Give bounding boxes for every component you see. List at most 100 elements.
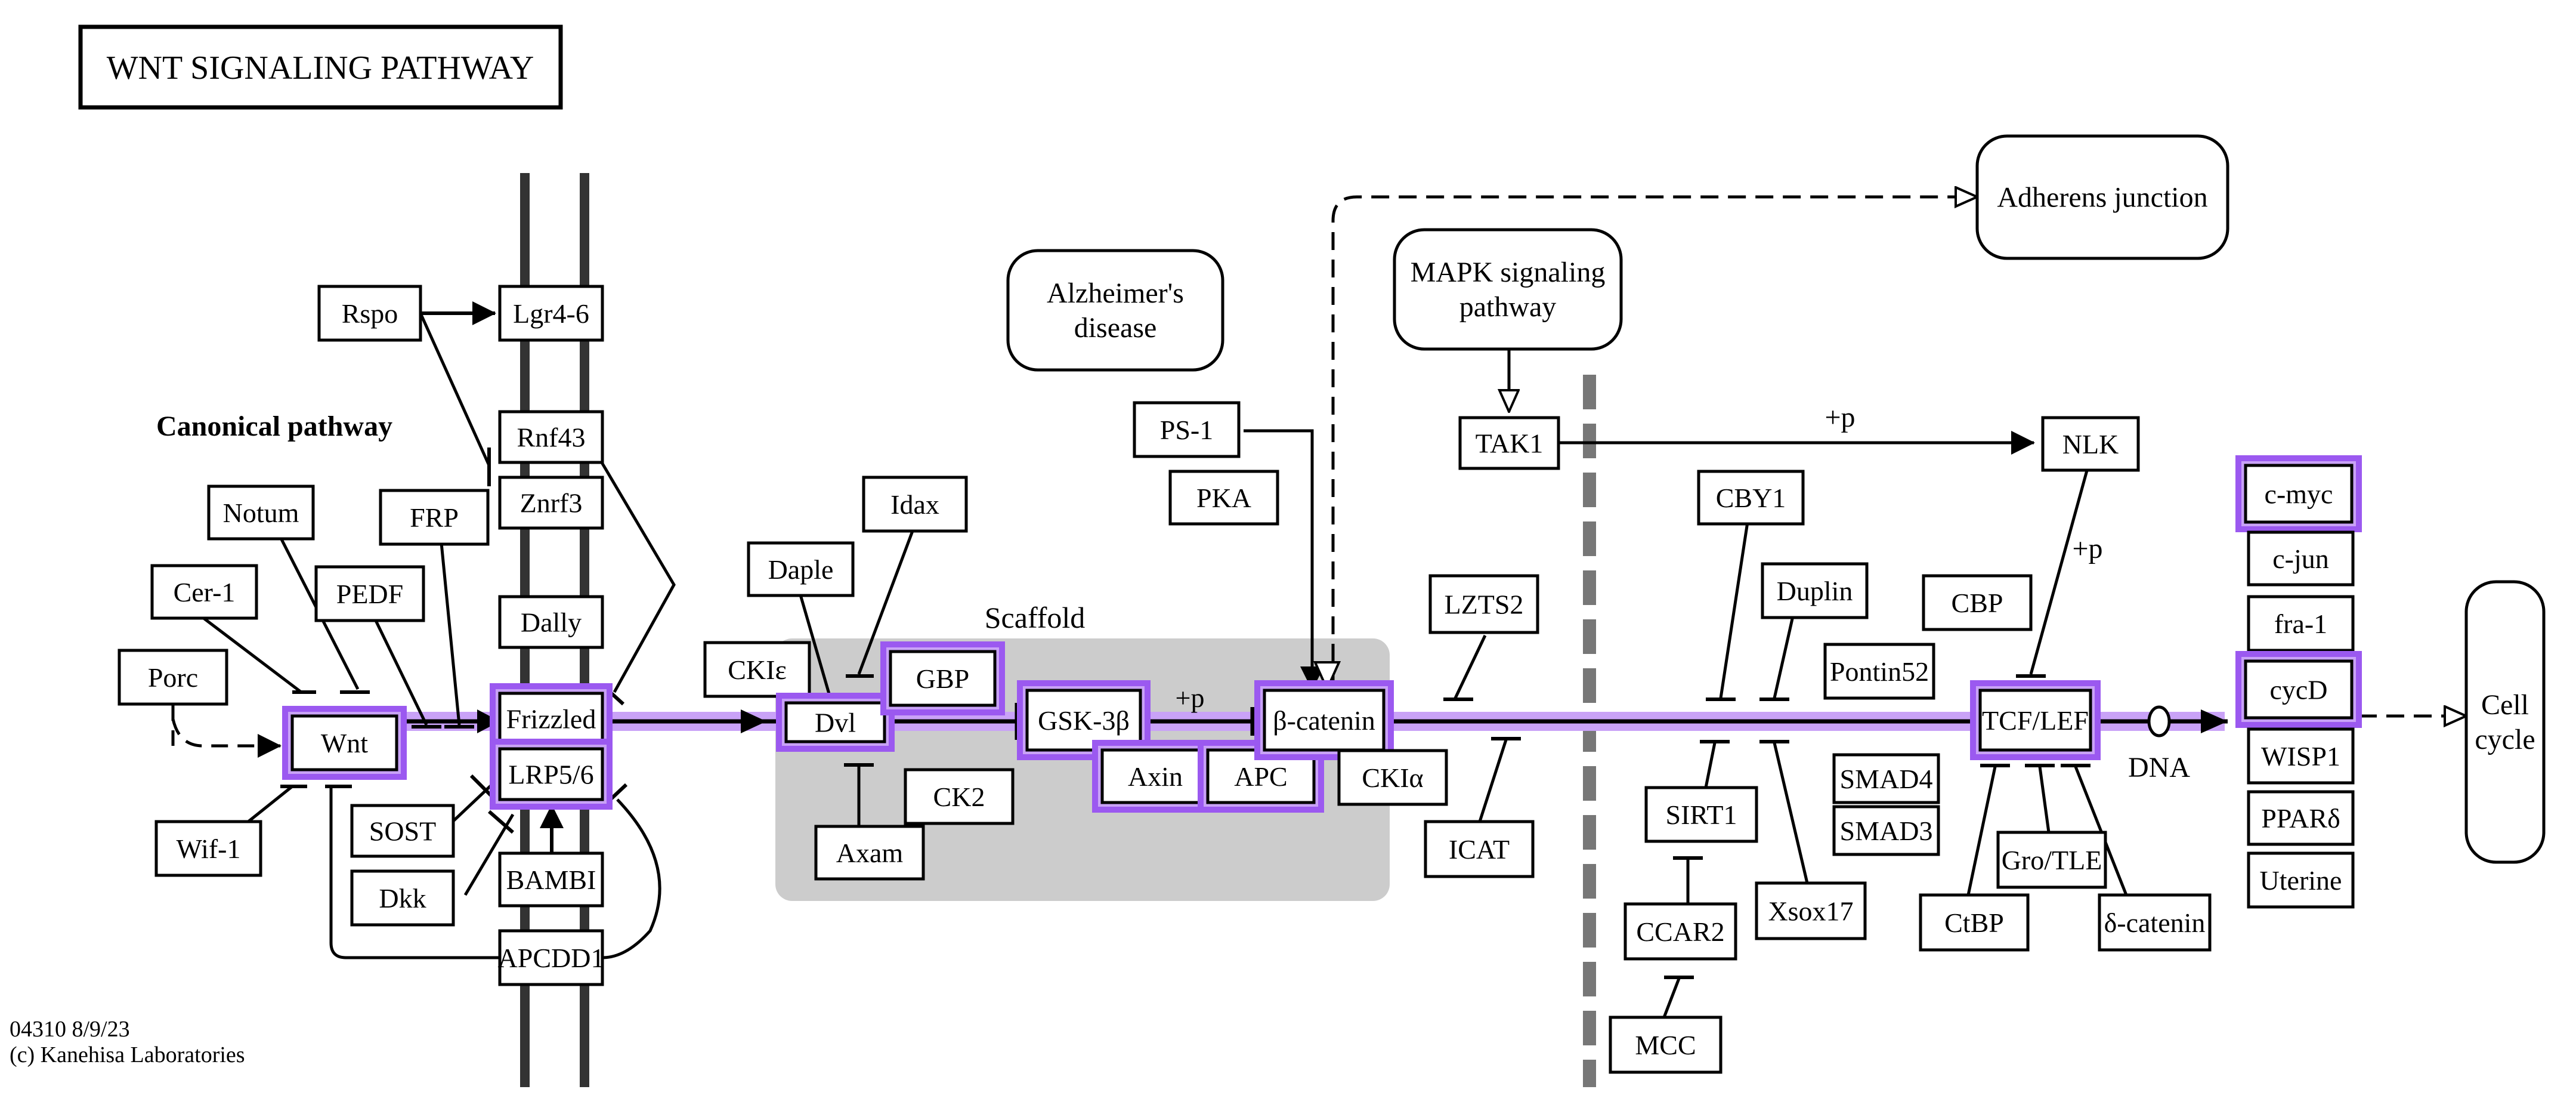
gene-node-cbp[interactable]: CBP [1922,574,2033,631]
map-box [1975,134,2229,260]
node-label: cycD [2269,675,2327,705]
node-label: Rnf43 [517,422,586,453]
gene-node-dally[interactable]: Dally [498,595,604,649]
gene-node-icat[interactable]: ICAT [1424,820,1535,878]
node-label: Dkk [379,883,426,914]
footer-copyright: (c) Kanehisa Laboratories [10,1042,245,1067]
node-label: Axin [1128,761,1183,792]
gene-node-wif1[interactable]: Wif-1 [154,820,262,877]
gene-node-frp[interactable]: FRP [379,489,490,546]
map-label: MAPK signaling [1411,257,1606,288]
page-title: WNT SIGNALING PATHWAY [107,50,534,87]
edge-adherens-dash [1331,197,1977,689]
gene-node-daple[interactable]: Daple [747,541,855,597]
gene-node-pka[interactable]: PKA [1168,470,1279,526]
gene-node-gro[interactable]: Gro/TLE [1996,831,2107,889]
gene-node-ppard[interactable]: PPARδ [2247,790,2355,846]
gene-node-tak1[interactable]: TAK1 [1458,416,1560,470]
gene-node-ps1[interactable]: PS-1 [1133,401,1241,458]
gene-node-duplin[interactable]: Duplin [1761,562,1869,619]
gene-node-mcc[interactable]: MCC [1609,1016,1723,1074]
node-box [1424,820,1535,878]
gene-node-axam[interactable]: Axam [814,825,925,881]
gene-node-ckia[interactable]: CKIα [1337,749,1448,806]
node-label: Idax [890,489,939,520]
node-label: PEDF [336,579,403,609]
gene-node-wisp1[interactable]: WISP1 [2247,727,2355,785]
gene-node-rnf43[interactable]: Rnf43 [498,410,604,464]
edge-porc-wnt-dash [171,718,282,758]
node-label: TCF/LEF [1982,705,2089,736]
gene-node-xsox17[interactable]: Xsox17 [1755,881,1867,940]
gene-node-dcat[interactable]: δ-catenin [2098,893,2212,952]
gene-node-cjun[interactable]: c-jun [2247,530,2355,587]
gene-node-idax[interactable]: Idax [862,476,968,533]
gene-node-ck2[interactable]: CK2 [904,768,1015,825]
node-label: β-catenin [1273,705,1375,736]
gene-node-sirt1[interactable]: SIRT1 [1644,786,1758,843]
node-label: Notum [223,498,299,528]
map-label: cycle [2475,724,2535,755]
gene-node-cycd[interactable]: cycD [2235,651,2362,728]
node-box [747,541,855,597]
gene-node-bambi[interactable]: BAMBI [498,851,604,908]
gene-node-sost[interactable]: SOST [350,804,455,858]
node-box [1832,753,1940,804]
gene-node-pedf[interactable]: PEDF [314,565,425,622]
node-label: CKIε [728,655,787,685]
p-label-tak1: +p [1824,402,1855,433]
gene-node-znrf3[interactable]: Znrf3 [498,476,604,530]
gene-node-fra1[interactable]: fra-1 [2247,595,2355,652]
gene-node-apcdd1[interactable]: APCDD1 [498,929,605,986]
gene-node-ctbp[interactable]: CtBP [1919,893,2030,952]
gene-node-tcf[interactable]: TCF/LEF [1970,680,2101,760]
gene-node-porc[interactable]: Porc [117,649,228,706]
node-box [498,410,604,464]
p-label-gsk: +p [1176,683,1205,713]
gene-node-ckie[interactable]: CKIε [703,641,811,698]
gene-node-cer1[interactable]: Cer-1 [150,564,258,620]
gene-node-cmyc[interactable]: c-myc [2235,455,2362,532]
gene-node-pontin[interactable]: Pontin52 [1823,643,1935,700]
gene-node-dvl[interactable]: Dvl [776,693,895,752]
node-box [703,641,811,698]
edge-nlk-tcf [2029,468,2089,675]
gene-node-rspo[interactable]: Rspo [317,285,422,342]
gene-node-bcat[interactable]: β-catenin [1254,680,1394,760]
node-label: SMAD4 [1840,764,1933,794]
edge-ctbp-tcf [1966,766,1997,896]
node-label: c-jun [2272,544,2329,574]
node-label: PS-1 [1160,415,1213,445]
gene-node-nlk[interactable]: NLK [2041,416,2140,472]
gene-node-notum[interactable]: Notum [207,484,315,541]
gene-node-uterine[interactable]: Uterine [2247,851,2355,909]
node-label: fra-1 [2274,609,2327,639]
gene-node-ccar2[interactable]: CCAR2 [1623,902,1737,961]
node-label: APCDD1 [498,943,605,973]
gene-node-lzts2[interactable]: LZTS2 [1428,574,1539,634]
node-box [2098,893,2212,952]
gene-node-cby1[interactable]: CBY1 [1697,470,1805,526]
gene-node-wnt[interactable]: Wnt [282,706,407,780]
map-label: disease [1074,312,1157,344]
gene-node-axin[interactable]: Axin [1092,740,1219,813]
gene-node-lgr[interactable]: Lgr4-6 [498,285,604,342]
node-label: Dvl [815,708,856,738]
node-box [2247,790,2355,846]
node-box [317,285,422,342]
node-label: TAK1 [1476,428,1544,459]
gene-node-dkk[interactable]: Dkk [350,869,455,927]
arrow-wnt-frizzled [477,709,500,733]
gene-node-smad3[interactable]: SMAD3 [1832,805,1940,856]
gene-node-smad4[interactable]: SMAD4 [1832,753,1940,804]
gene-node-gbp[interactable]: GBP [880,641,1005,715]
gene-node-lrp[interactable]: LRP5/6 [490,739,613,810]
dna-label: DNA [2128,752,2190,783]
node-label: LRP5/6 [508,760,593,790]
map-node-adherens[interactable]: Adherens junction [1975,134,2229,260]
